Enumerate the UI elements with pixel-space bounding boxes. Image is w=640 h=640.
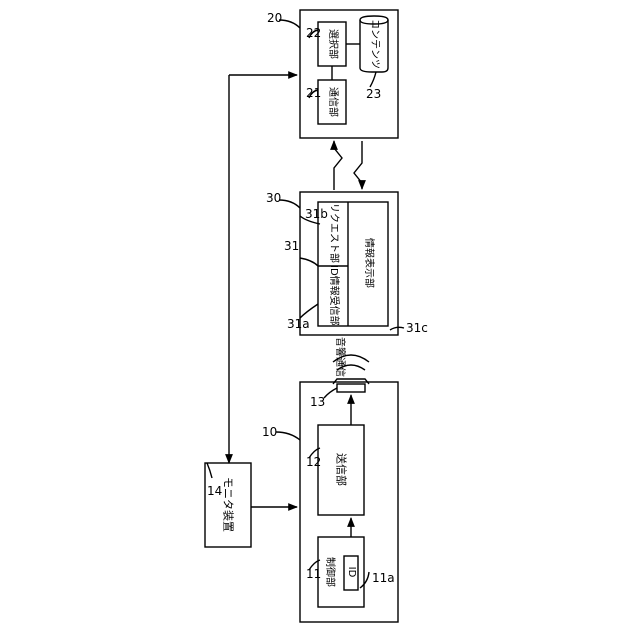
controller-ref-label: 11 (306, 568, 321, 580)
speaker-box (337, 384, 365, 392)
id-box-ref-label: 11a (372, 572, 395, 584)
sender-unit-ref-label: 12 (306, 456, 321, 468)
monitor-ref-label: 14 (207, 485, 222, 497)
server-ref-label: 20 (267, 12, 282, 24)
server-comm-unit-ref-label: 21 (306, 87, 321, 99)
request-unit-ref-label: 31b (305, 208, 328, 220)
terminal-ref-label: 30 (266, 192, 281, 204)
monitor-label: モニタ装置 (223, 473, 234, 537)
sender-unit-label: 送信部 (336, 445, 347, 495)
transmitter-ref-label: 10 (262, 426, 277, 438)
sound-comm-label: 音響通信 (334, 337, 344, 377)
id-receiver-ref-label: 31a (287, 318, 310, 330)
request-unit-label: リクエスト部 (328, 203, 338, 263)
server-comm-unit-label: 通信部 (327, 87, 337, 117)
selection-unit-ref-label: 22 (306, 27, 321, 39)
id-box-label: ID (346, 557, 356, 587)
info-display-label: 情報表示部 (363, 223, 373, 303)
selection-unit-label: 選択部 (327, 29, 337, 59)
info-display-ref-label: 31c (406, 322, 428, 334)
speaker-ref-label: 13 (310, 396, 325, 408)
content-db-label: コンテンツ (369, 19, 379, 69)
id-receiver-label: ID情報受信部 (328, 265, 338, 325)
content-db-ref-label: 23 (366, 88, 381, 100)
app-unit-ref-label: 31 (284, 240, 299, 252)
controller-label: 制御部 (324, 552, 334, 592)
